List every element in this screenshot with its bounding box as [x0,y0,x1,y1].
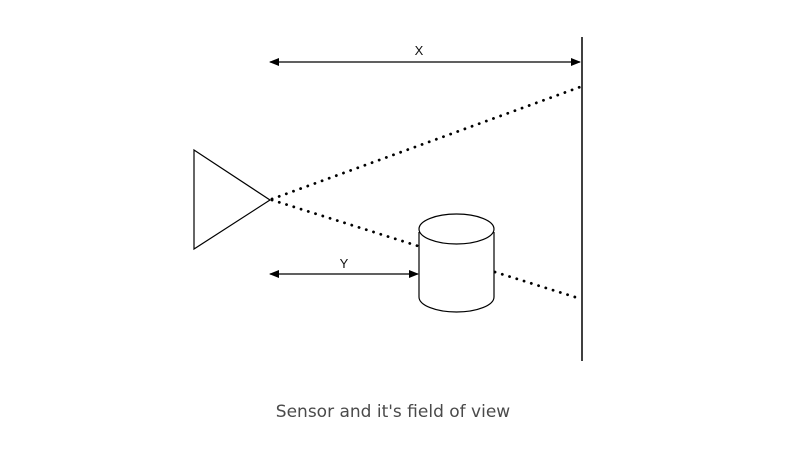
obstacle-cylinder [418,213,495,313]
y-dimension-label: Y [340,256,349,271]
sensor-triangle [193,148,272,251]
fov-lower-ray-beyond-obstacle [493,270,580,300]
fov-lower-ray-to-obstacle [270,198,420,248]
x-dimension-label: X [415,43,424,58]
fov-upper-ray [270,85,582,201]
diagram-caption: Sensor and it's field of view [275,402,511,422]
